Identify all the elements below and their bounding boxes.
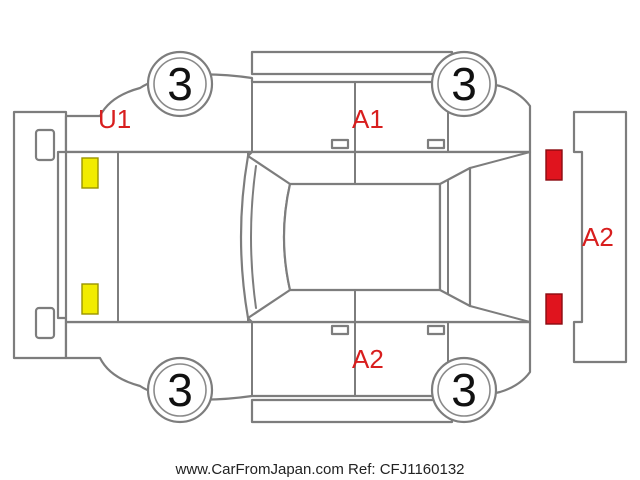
wheel-rear-left: 3 [430, 50, 498, 118]
tire-score-front-left: 3 [167, 58, 193, 110]
damage-code-left-doors: A1 [352, 104, 384, 134]
reference-footer: www.CarFromJapan.com Ref: CFJ1160132 [175, 461, 465, 478]
top-view-body [64, 150, 532, 324]
rear-bumper [572, 110, 628, 364]
tire-score-rear-left: 3 [451, 58, 477, 110]
damage-code-front-left-fender: U1 [98, 104, 131, 134]
wheel-front-right: 3 [146, 356, 214, 424]
damage-code-rear-bumper: A2 [582, 222, 614, 252]
front-bumper [12, 110, 68, 360]
tire-score-front-right: 3 [167, 364, 193, 416]
rear-left-lamp [545, 149, 563, 181]
front-right-lamp [81, 283, 99, 315]
damage-code-right-doors: A2 [352, 344, 384, 374]
front-left-lamp [81, 157, 99, 189]
rear-right-lamp [545, 293, 563, 325]
tire-score-rear-right: 3 [451, 364, 477, 416]
wheel-front-left: 3 [146, 50, 214, 118]
wheel-rear-right: 3 [430, 356, 498, 424]
